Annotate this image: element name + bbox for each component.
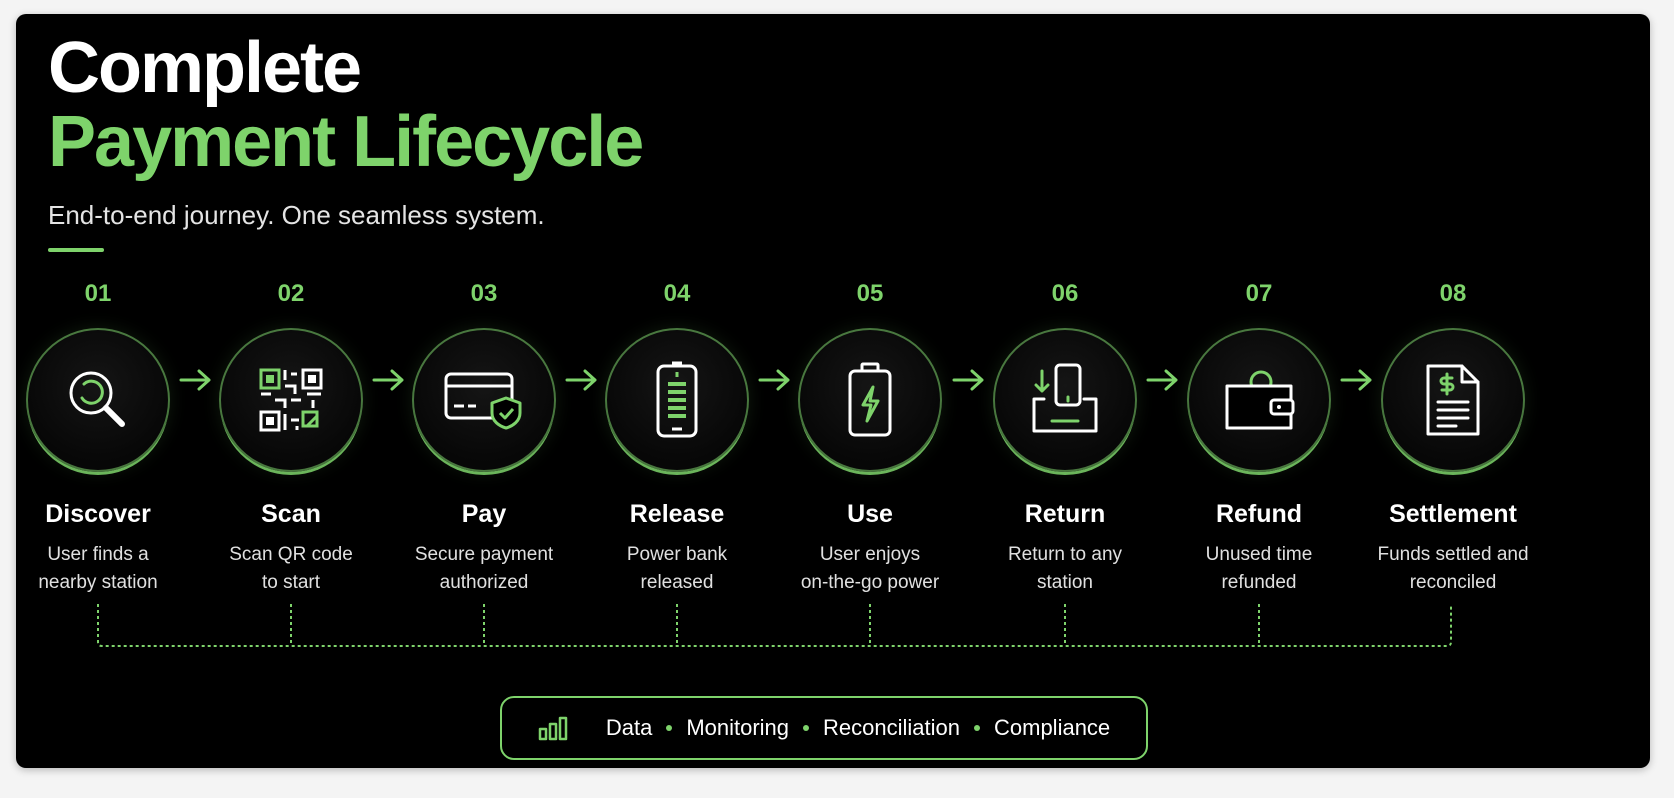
search-icon (69, 371, 125, 427)
step-number: 02 (277, 280, 305, 307)
step-number: 04 (663, 280, 691, 307)
capability-reconciliation: Reconciliation (823, 715, 960, 740)
step-description: Funds settled and reconciled (1377, 544, 1529, 593)
arrow-right-icon (952, 369, 984, 391)
step-number: 08 (1439, 280, 1467, 307)
step-title: Use (847, 500, 893, 528)
capability-monitoring: Monitoring (686, 715, 790, 740)
step-number: 07 (1245, 280, 1273, 307)
battery-bolt-icon (848, 362, 892, 437)
capabilities-bar: Data Monitoring Reconciliation Complianc… (500, 696, 1148, 760)
step-settlement: 08 Settlement Funds settled and reconcil… (1353, 282, 1553, 597)
return-dock-icon (1032, 363, 1098, 433)
step-icon-circle (412, 328, 556, 472)
step-discover: 01 Discover User finds a nearby station (16, 282, 198, 597)
subtitle: End-to-end journey. One seamless system. (48, 200, 545, 230)
step-number: 01 (84, 280, 112, 307)
capability-data: Data (605, 715, 653, 740)
separator-dot (666, 725, 673, 731)
step-description: User finds a nearby station (38, 544, 158, 593)
separator-dot (803, 725, 810, 731)
dotted-connector (97, 604, 1452, 647)
invoice-icon (1426, 364, 1480, 436)
step-description: User enjoys on-the-go power (800, 544, 940, 593)
bar-chart-icon (538, 716, 568, 741)
step-scan: 02 Scan Scan QR code to start (191, 282, 391, 597)
step-title: Return (1024, 500, 1106, 528)
step-icon-circle (1187, 328, 1331, 472)
step-number: 05 (856, 280, 884, 307)
arrow-right-icon (758, 369, 790, 391)
step-description: Power bank released (626, 544, 728, 593)
step-title: Release (629, 500, 725, 528)
separator-dot (974, 725, 980, 731)
qr-code-icon (259, 368, 323, 432)
step-description: Secure payment authorized (414, 544, 554, 593)
step-icon-circle (219, 328, 363, 472)
capability-compliance: Compliance (994, 715, 1111, 740)
step-icon-circle (798, 328, 942, 472)
step-icon-circle (1381, 328, 1525, 472)
step-title: Settlement (1389, 500, 1517, 528)
step-description: Scan QR code to start (229, 544, 353, 593)
step-return: 06 Return Return to any station (965, 282, 1165, 597)
wallet-icon (1225, 370, 1295, 430)
step-title: Scan (261, 500, 321, 528)
step-icon-circle (993, 328, 1137, 472)
step-description: Return to any station (1007, 544, 1123, 593)
arrow-right-icon (1146, 369, 1178, 391)
title-line-2: Payment Lifecycle (48, 102, 644, 182)
arrow-right-icon (565, 369, 597, 391)
step-number: 06 (1051, 280, 1079, 307)
power-bank-icon (656, 361, 698, 438)
step-title: Pay (461, 500, 507, 528)
credit-card-shield-icon (444, 372, 522, 430)
step-icon-circle (26, 328, 170, 472)
step-title: Refund (1215, 500, 1303, 528)
step-icon-circle (605, 328, 749, 472)
arrow-right-icon (372, 369, 404, 391)
step-description: Unused time refunded (1205, 544, 1313, 593)
step-number: 03 (470, 280, 498, 307)
arrow-right-icon (1340, 369, 1372, 391)
arrow-right-icon (179, 369, 211, 391)
step-pay: 03 Pay Secure payment authorized (384, 282, 584, 597)
title-line-1: Complete (48, 28, 362, 108)
step-title: Discover (45, 500, 151, 528)
lifecycle-panel: Complete Payment Lifecycle End-to-end jo… (16, 14, 1650, 768)
step-refund: 07 Refund Unused time refunded (1159, 282, 1359, 597)
step-release: 04 Release Power bank released (577, 282, 777, 597)
step-use: 05 Use User enjoys on-the-go power (770, 282, 970, 597)
accent-divider (48, 248, 104, 252)
